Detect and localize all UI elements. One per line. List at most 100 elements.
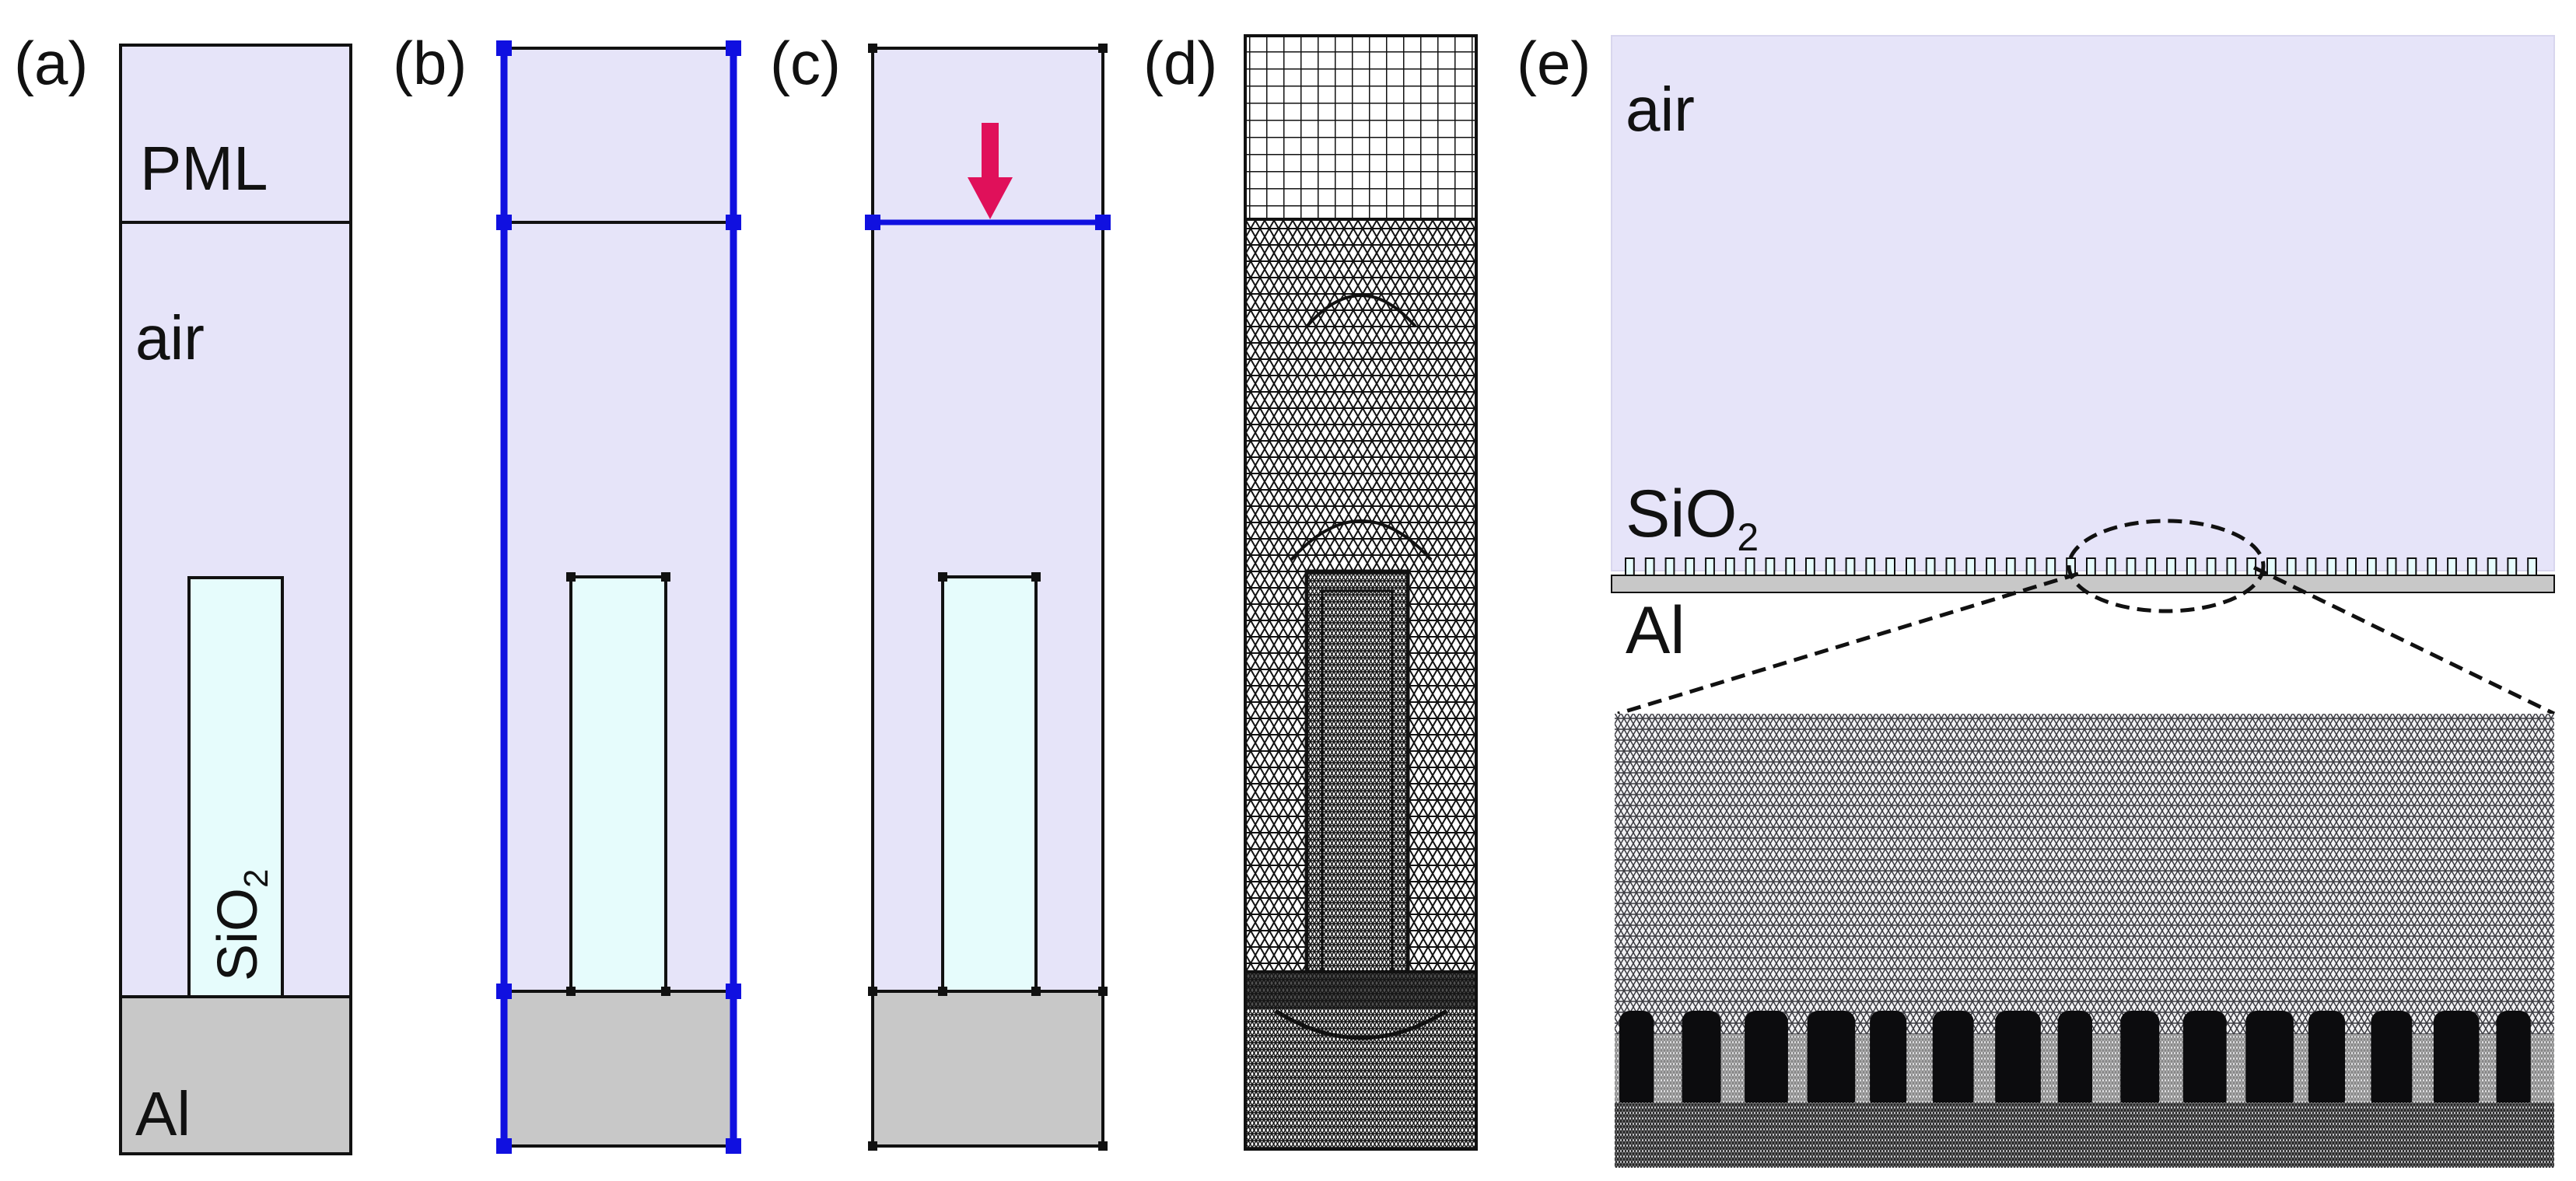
panel-e-zoom-line-left — [1617, 571, 2079, 716]
panel-e-zoom-mesh — [1615, 714, 2554, 1168]
panel-a-oxide-text: SiO — [207, 888, 269, 981]
panel-c-incidence-arrow — [968, 123, 1013, 219]
panel-e-oxide-text: SiO — [1626, 477, 1737, 551]
grating-tooth — [2527, 557, 2537, 576]
panel-b-pml-region — [504, 48, 733, 222]
panel-b-metal-region — [504, 991, 733, 1146]
grating-tooth — [2286, 557, 2297, 576]
grating-tooth — [2447, 557, 2457, 576]
panel-b: (b) — [393, 29, 741, 1154]
zoom-pillar-mesh — [2371, 1011, 2413, 1110]
panel-e-zoom-ellipse — [2067, 519, 2266, 613]
grating-tooth — [2406, 557, 2417, 576]
panel-e-zoom-line-right — [2252, 565, 2556, 716]
grating-tooth — [2507, 557, 2518, 576]
grating-tooth — [1986, 557, 1996, 576]
grating-tooth — [2386, 557, 2397, 576]
zoom-pillar-mesh — [1870, 1011, 1907, 1110]
panel-c-oxide-pillar — [941, 575, 1038, 993]
panel-a-air-label: air — [135, 303, 205, 372]
grating-tooth — [1765, 557, 1776, 576]
panel-e-oxide-label: SiO2 — [1626, 477, 1759, 559]
grating-tooth — [1945, 557, 1956, 576]
zoom-pillar-mesh — [2245, 1011, 2294, 1110]
panel-c-port-vertex-right — [1095, 215, 1111, 230]
panel-e-zoom-metal-mesh — [1615, 1102, 2554, 1168]
grating-tooth — [1865, 557, 1876, 576]
panel-d-metal-mesh-curve — [1274, 1008, 1448, 1040]
panel-b-oxide-pillar — [569, 575, 667, 993]
zoom-pillar-mesh — [1932, 1011, 1974, 1110]
zoom-pillar-mesh — [1619, 1011, 1654, 1110]
panel-d-pml-quad-mesh — [1244, 34, 1478, 221]
zoom-pillar-mesh — [2308, 1011, 2346, 1110]
panel-c-vertices — [868, 44, 1108, 1151]
panel-b-vertices — [496, 40, 741, 1154]
svg-text:SiO2: SiO2 — [207, 868, 275, 981]
panel-d: (d) — [1143, 29, 1478, 1151]
panel-a-metal-label: Al — [135, 1079, 191, 1148]
grating-tooth — [1925, 557, 1936, 576]
grating-tooth — [1965, 557, 1976, 576]
zoom-pillar-mesh — [1807, 1011, 1856, 1110]
grating-tooth — [2266, 557, 2277, 576]
grating-tooth — [1724, 557, 1735, 576]
panel-a-oxide-pillar — [187, 576, 284, 998]
grating-tooth — [2126, 557, 2137, 576]
grating-tooth — [2367, 557, 2377, 576]
grating-tooth — [2347, 557, 2357, 576]
grating-tooth — [2487, 557, 2497, 576]
zoom-pillar-mesh — [2057, 1011, 2092, 1110]
grating-tooth — [2186, 557, 2196, 576]
grating-tooth — [1644, 557, 1655, 576]
panel-e-zoom-pillars — [1615, 1011, 2554, 1110]
grating-tooth — [1825, 557, 1836, 576]
panel-e-zoom-air-mesh — [1615, 714, 2554, 1034]
grating-tooth — [2427, 557, 2438, 576]
panel-a-oxide-label: SiO2 — [207, 868, 275, 981]
grating-tooth — [1745, 557, 1755, 576]
panel-c: (c) — [770, 29, 1111, 1151]
grating-tooth — [1906, 557, 1916, 576]
zoom-pillar-mesh — [2120, 1011, 2160, 1110]
grating-tooth — [2105, 557, 2116, 576]
zoom-pillar-mesh — [1745, 1011, 1788, 1110]
panel-a-oxide-subscript: 2 — [237, 868, 275, 887]
grating-tooth — [2146, 557, 2157, 576]
panel-c-metal-region — [871, 990, 1104, 1148]
panel-a-pml-label: PML — [140, 134, 268, 203]
grating-tooth — [2306, 557, 2317, 576]
grating-tooth — [2086, 557, 2096, 576]
zoom-pillar-mesh — [2496, 1011, 2531, 1110]
grating-tooth — [2005, 557, 2016, 576]
panel-a-metal-region — [119, 995, 352, 1155]
panel-e-air-label: air — [1626, 75, 1695, 144]
grating-tooth — [1625, 557, 1635, 576]
grating-tooth — [2226, 557, 2237, 576]
panel-e: (e) air SiO2 Al — [1517, 29, 2556, 1168]
panel-e-oxide-subscript: 2 — [1737, 515, 1759, 559]
panel-e-air-region — [1611, 35, 2555, 571]
panel-c-label: (c) — [770, 29, 841, 97]
panel-e-metal-label: Al — [1626, 593, 1685, 668]
grating-tooth — [1845, 557, 1856, 576]
panel-d-mesh-refinement-dome — [1290, 519, 1433, 561]
zoom-pillar-mesh — [2433, 1011, 2480, 1110]
panel-d-pillar-core — [1321, 589, 1394, 973]
panel-b-pillar-vertices — [566, 572, 670, 996]
panel-a-label: (a) — [14, 29, 88, 97]
panel-d-label: (d) — [1143, 29, 1217, 97]
panel-b-label: (b) — [393, 29, 467, 97]
zoom-pillar-mesh — [1995, 1011, 2041, 1110]
panel-a-pml-region — [119, 44, 352, 224]
panel-d-metal-dark-band — [1247, 973, 1475, 1009]
grating-tooth — [2166, 557, 2176, 576]
grating-tooth — [1705, 557, 1715, 576]
grating-tooth — [2466, 557, 2477, 576]
panel-c-port-vertex-left — [865, 215, 880, 230]
panel-e-label: (e) — [1517, 29, 1591, 97]
grating-tooth — [2246, 557, 2257, 576]
zoom-pillar-mesh — [2182, 1011, 2227, 1110]
grating-tooth — [1785, 557, 1796, 576]
